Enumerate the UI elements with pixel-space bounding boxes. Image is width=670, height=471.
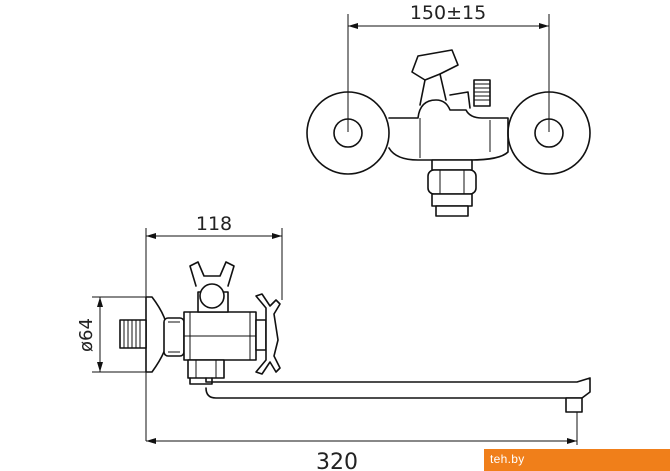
side-shower-holder [189, 261, 235, 313]
dimension-spout-length: 320 [146, 412, 578, 471]
cross-handle [255, 293, 281, 375]
dim-label-150: 150±15 [410, 2, 486, 24]
shower-holder [411, 49, 471, 109]
mixer-body [388, 99, 509, 161]
eccentric-thread [119, 319, 147, 349]
bottom-nut [427, 159, 477, 217]
front-view: 150±15 [306, 2, 591, 217]
watermark-text: teh.by [490, 452, 525, 466]
side-bottom-nut [187, 359, 225, 379]
connector-nut [163, 317, 185, 357]
spout-aerator [565, 397, 583, 413]
side-view: 118 ø64 [76, 213, 591, 471]
long-spout [189, 377, 591, 399]
dim-label-d64: ø64 [76, 318, 97, 352]
shower-outlet-thread [473, 79, 491, 107]
dimension-flange-diameter: ø64 [76, 296, 148, 373]
left-wall-flange [306, 91, 390, 175]
dim-label-118: 118 [196, 213, 232, 235]
dimension-top-width: 150±15 [347, 2, 550, 132]
watermark-badge: teh.by [484, 449, 670, 471]
dim-label-320: 320 [316, 450, 358, 471]
